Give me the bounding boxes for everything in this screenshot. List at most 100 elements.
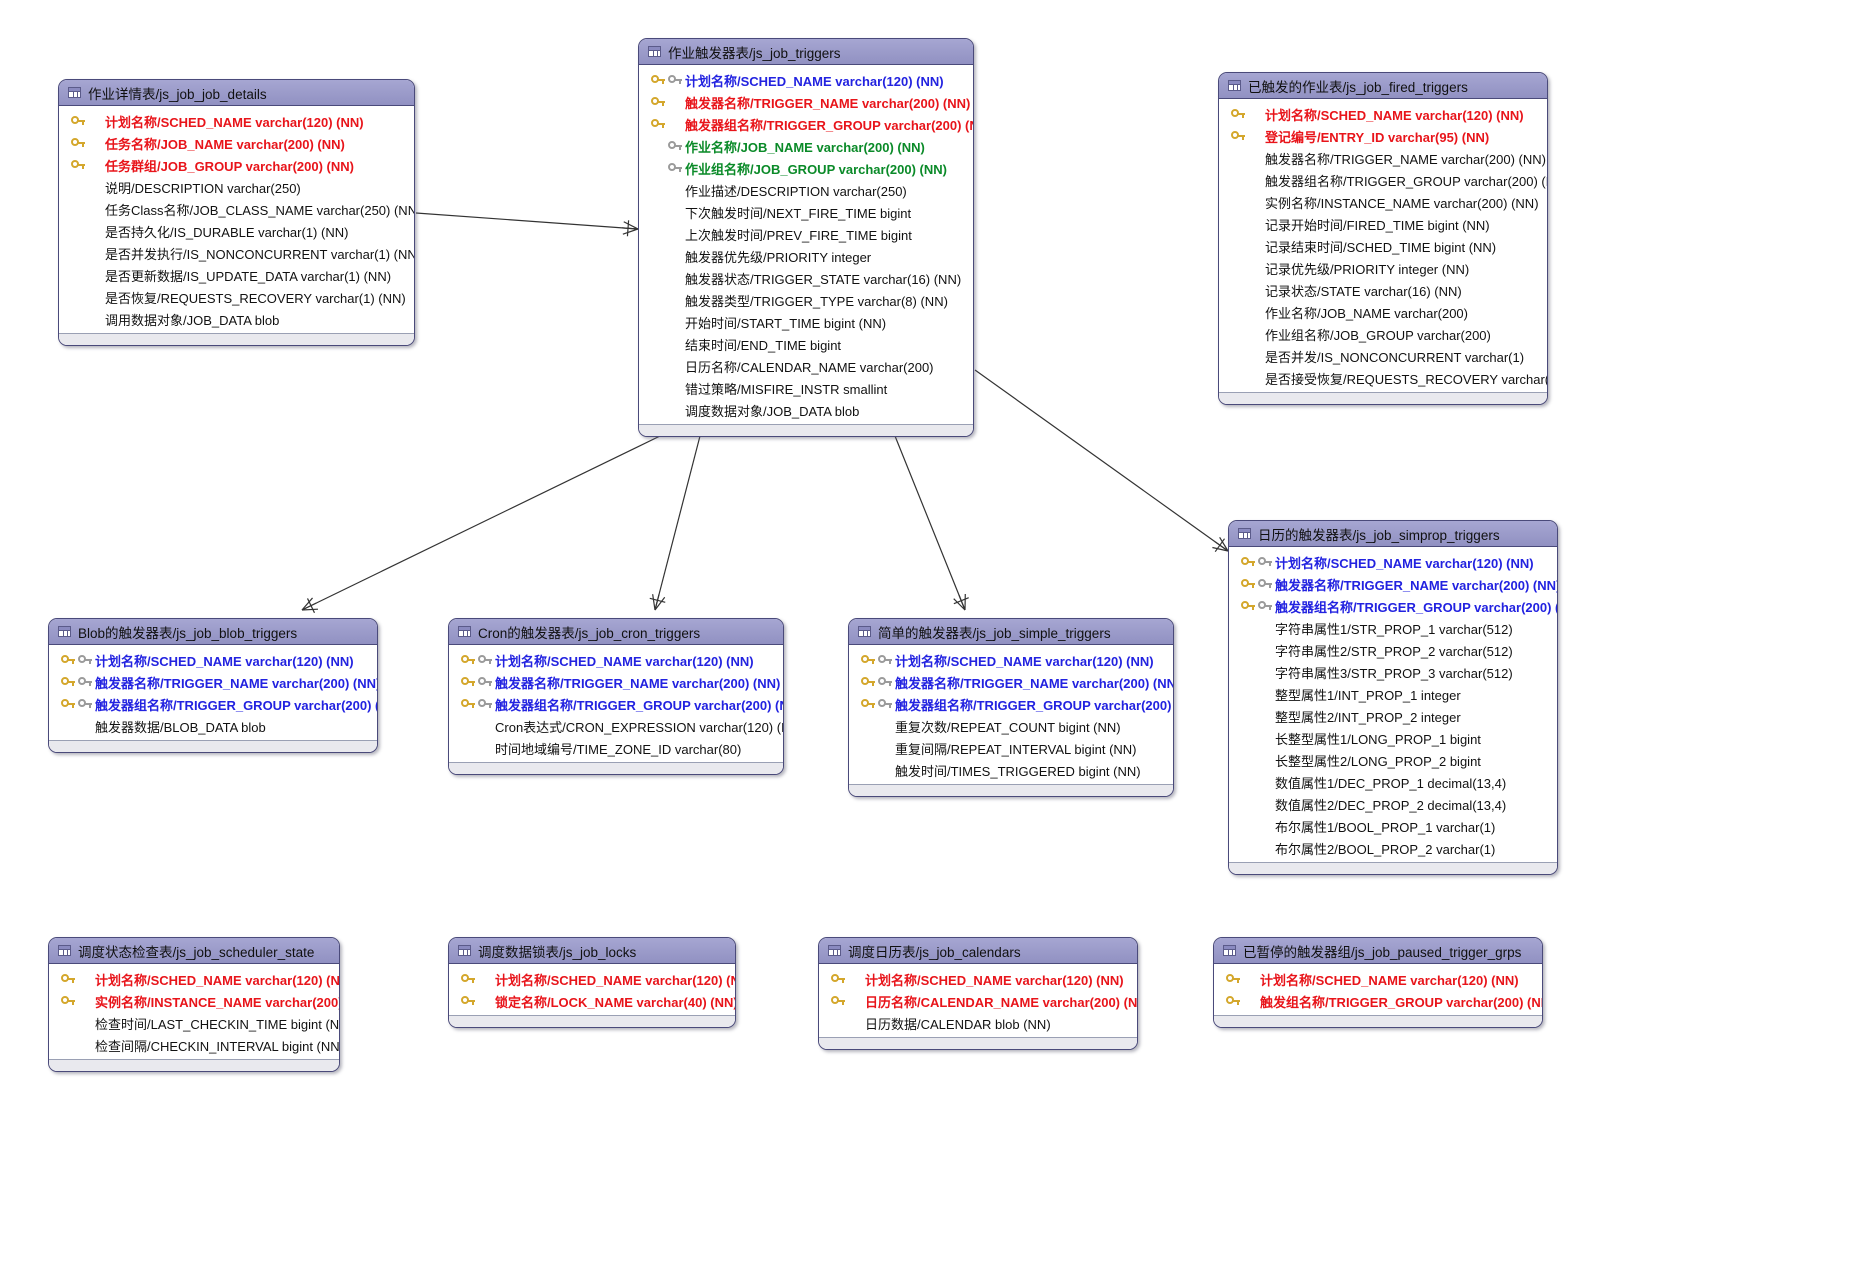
entity-header-cron_triggers[interactable]: Cron的触发器表/js_job_cron_triggers <box>449 619 783 645</box>
attribute-row[interactable]: 计划名称/SCHED_NAME varchar(120) (NN) <box>449 649 783 671</box>
relationship-job_triggers-to-simprop_triggers[interactable] <box>974 369 1229 553</box>
attribute-row[interactable]: 日历名称/CALENDAR_NAME varchar(200) <box>639 355 973 377</box>
attribute-row[interactable]: 计划名称/SCHED_NAME varchar(120) (NN) <box>49 968 339 990</box>
attribute-row[interactable]: Cron表达式/CRON_EXPRESSION varchar(120) (NN… <box>449 715 783 737</box>
attribute-row[interactable]: 计划名称/SCHED_NAME varchar(120) (NN) <box>639 69 973 91</box>
attribute-row[interactable]: 时间地域编号/TIME_ZONE_ID varchar(80) <box>449 737 783 759</box>
attribute-row[interactable]: 计划名称/SCHED_NAME varchar(120) (NN) <box>59 110 414 132</box>
entity-header-fired_triggers[interactable]: 已触发的作业表/js_job_fired_triggers <box>1219 73 1547 99</box>
attribute-row[interactable]: 日历名称/CALENDAR_NAME varchar(200) (NN) <box>819 990 1137 1012</box>
relationship-job_triggers-to-simple_triggers[interactable] <box>894 435 969 611</box>
attribute-row[interactable]: 检查间隔/CHECKIN_INTERVAL bigint (NN) <box>49 1034 339 1056</box>
attribute-row[interactable]: 触发器名称/TRIGGER_NAME varchar(200) (NN) <box>1229 573 1557 595</box>
relationship-job_triggers-to-blob_triggers[interactable] <box>301 435 661 614</box>
attribute-row[interactable]: 字符串属性1/STR_PROP_1 varchar(512) <box>1229 617 1557 639</box>
attribute-row[interactable]: 触发器组名称/TRIGGER_GROUP varchar(200) (NN) <box>639 113 973 135</box>
entity-header-scheduler_state[interactable]: 调度状态检查表/js_job_scheduler_state <box>49 938 339 964</box>
attribute-row[interactable]: 是否接受恢复/REQUESTS_RECOVERY varchar(1) <box>1219 367 1547 389</box>
entity-header-paused_trigger_grps[interactable]: 已暂停的触发器组/js_job_paused_trigger_grps <box>1214 938 1542 964</box>
attribute-row[interactable]: 触发器名称/TRIGGER_NAME varchar(200) (NN) <box>639 91 973 113</box>
attribute-row[interactable]: 触发器组名称/TRIGGER_GROUP varchar(200) (NN) <box>849 693 1173 715</box>
attribute-row[interactable]: 是否更新数据/IS_UPDATE_DATA varchar(1) (NN) <box>59 264 414 286</box>
attribute-row[interactable]: 布尔属性1/BOOL_PROP_1 varchar(1) <box>1229 815 1557 837</box>
attribute-row[interactable]: 调用数据对象/JOB_DATA blob <box>59 308 414 330</box>
attribute-row[interactable]: 作业名称/JOB_NAME varchar(200) <box>1219 301 1547 323</box>
attribute-row[interactable]: 布尔属性2/BOOL_PROP_2 varchar(1) <box>1229 837 1557 859</box>
attribute-row[interactable]: 开始时间/START_TIME bigint (NN) <box>639 311 973 333</box>
attribute-row[interactable]: 数值属性2/DEC_PROP_2 decimal(13,4) <box>1229 793 1557 815</box>
attribute-row[interactable]: 记录优先级/PRIORITY integer (NN) <box>1219 257 1547 279</box>
attribute-row[interactable]: 记录结束时间/SCHED_TIME bigint (NN) <box>1219 235 1547 257</box>
attribute-row[interactable]: 计划名称/SCHED_NAME varchar(120) (NN) <box>449 968 735 990</box>
entity-paused_trigger_grps[interactable]: 已暂停的触发器组/js_job_paused_trigger_grps 计划名称/… <box>1213 937 1543 1028</box>
attribute-row[interactable]: 触发器优先级/PRIORITY integer <box>639 245 973 267</box>
attribute-row[interactable]: 实例名称/INSTANCE_NAME varchar(200) (NN) <box>1219 191 1547 213</box>
attribute-row[interactable]: 数值属性1/DEC_PROP_1 decimal(13,4) <box>1229 771 1557 793</box>
attribute-row[interactable]: 上次触发时间/PREV_FIRE_TIME bigint <box>639 223 973 245</box>
attribute-row[interactable]: 实例名称/INSTANCE_NAME varchar(200) (NN) <box>49 990 339 1012</box>
attribute-row[interactable]: 触发器组名称/TRIGGER_GROUP varchar(200) (NN) <box>1229 595 1557 617</box>
relationship-job_details-to-job_triggers[interactable] <box>415 212 639 237</box>
entity-scheduler_state[interactable]: 调度状态检查表/js_job_scheduler_state 计划名称/SCHED… <box>48 937 340 1072</box>
attribute-row[interactable]: 长整型属性2/LONG_PROP_2 bigint <box>1229 749 1557 771</box>
entity-cron_triggers[interactable]: Cron的触发器表/js_job_cron_triggers 计划名称/SCHED… <box>448 618 784 775</box>
entity-blob_triggers[interactable]: Blob的触发器表/js_job_blob_triggers 计划名称/SCHED… <box>48 618 378 753</box>
attribute-row[interactable]: 记录状态/STATE varchar(16) (NN) <box>1219 279 1547 301</box>
entity-header-simple_triggers[interactable]: 简单的触发器表/js_job_simple_triggers <box>849 619 1173 645</box>
attribute-row[interactable]: 触发器组名称/TRIGGER_GROUP varchar(200) (NN) <box>49 693 377 715</box>
attribute-row[interactable]: 触发器名称/TRIGGER_NAME varchar(200) (NN) <box>849 671 1173 693</box>
entity-header-calendars[interactable]: 调度日历表/js_job_calendars <box>819 938 1137 964</box>
attribute-row[interactable]: 错过策略/MISFIRE_INSTR smallint <box>639 377 973 399</box>
entity-calendars[interactable]: 调度日历表/js_job_calendars 计划名称/SCHED_NAME va… <box>818 937 1138 1050</box>
attribute-row[interactable]: 结束时间/END_TIME bigint <box>639 333 973 355</box>
attribute-row[interactable]: 作业描述/DESCRIPTION varchar(250) <box>639 179 973 201</box>
entity-header-blob_triggers[interactable]: Blob的触发器表/js_job_blob_triggers <box>49 619 377 645</box>
attribute-row[interactable]: 计划名称/SCHED_NAME varchar(120) (NN) <box>819 968 1137 990</box>
attribute-row[interactable]: 作业名称/JOB_NAME varchar(200) (NN) <box>639 135 973 157</box>
attribute-row[interactable]: 是否恢复/REQUESTS_RECOVERY varchar(1) (NN) <box>59 286 414 308</box>
attribute-row[interactable]: 触发器组名称/TRIGGER_GROUP varchar(200) (NN) <box>449 693 783 715</box>
attribute-row[interactable]: 作业组名称/JOB_GROUP varchar(200) <box>1219 323 1547 345</box>
attribute-row[interactable]: 触发器组名称/TRIGGER_GROUP varchar(200) (NN) <box>1219 169 1547 191</box>
entity-job_details[interactable]: 作业详情表/js_job_job_details 计划名称/SCHED_NAME … <box>58 79 415 346</box>
attribute-row[interactable]: 是否持久化/IS_DURABLE varchar(1) (NN) <box>59 220 414 242</box>
attribute-row[interactable]: 触发器状态/TRIGGER_STATE varchar(16) (NN) <box>639 267 973 289</box>
attribute-row[interactable]: 字符串属性2/STR_PROP_2 varchar(512) <box>1229 639 1557 661</box>
attribute-row[interactable]: 检查时间/LAST_CHECKIN_TIME bigint (NN) <box>49 1012 339 1034</box>
entity-header-job_triggers[interactable]: 作业触发器表/js_job_triggers <box>639 39 973 65</box>
entity-header-locks[interactable]: 调度数据锁表/js_job_locks <box>449 938 735 964</box>
entity-header-simprop_triggers[interactable]: 日历的触发器表/js_job_simprop_triggers <box>1229 521 1557 547</box>
attribute-row[interactable]: 计划名称/SCHED_NAME varchar(120) (NN) <box>1219 103 1547 125</box>
attribute-row[interactable]: 下次触发时间/NEXT_FIRE_TIME bigint <box>639 201 973 223</box>
attribute-row[interactable]: 触发器类型/TRIGGER_TYPE varchar(8) (NN) <box>639 289 973 311</box>
relationship-job_triggers-to-cron_triggers[interactable] <box>649 435 701 611</box>
attribute-row[interactable]: 计划名称/SCHED_NAME varchar(120) (NN) <box>849 649 1173 671</box>
attribute-row[interactable]: 作业组名称/JOB_GROUP varchar(200) (NN) <box>639 157 973 179</box>
attribute-row[interactable]: 重复次数/REPEAT_COUNT bigint (NN) <box>849 715 1173 737</box>
attribute-row[interactable]: 任务Class名称/JOB_CLASS_NAME varchar(250) (N… <box>59 198 414 220</box>
attribute-row[interactable]: 是否并发/IS_NONCONCURRENT varchar(1) <box>1219 345 1547 367</box>
attribute-row[interactable]: 整型属性1/INT_PROP_1 integer <box>1229 683 1557 705</box>
attribute-row[interactable]: 整型属性2/INT_PROP_2 integer <box>1229 705 1557 727</box>
attribute-row[interactable]: 任务名称/JOB_NAME varchar(200) (NN) <box>59 132 414 154</box>
attribute-row[interactable]: 触发组名称/TRIGGER_GROUP varchar(200) (NN) <box>1214 990 1542 1012</box>
attribute-row[interactable]: 锁定名称/LOCK_NAME varchar(40) (NN) <box>449 990 735 1012</box>
attribute-row[interactable]: 重复间隔/REPEAT_INTERVAL bigint (NN) <box>849 737 1173 759</box>
attribute-row[interactable]: 计划名称/SCHED_NAME varchar(120) (NN) <box>49 649 377 671</box>
attribute-row[interactable]: 调度数据对象/JOB_DATA blob <box>639 399 973 421</box>
attribute-row[interactable]: 字符串属性3/STR_PROP_3 varchar(512) <box>1229 661 1557 683</box>
attribute-row[interactable]: 是否并发执行/IS_NONCONCURRENT varchar(1) (NN) <box>59 242 414 264</box>
attribute-row[interactable]: 触发器名称/TRIGGER_NAME varchar(200) (NN) <box>449 671 783 693</box>
attribute-row[interactable]: 记录开始时间/FIRED_TIME bigint (NN) <box>1219 213 1547 235</box>
entity-header-job_details[interactable]: 作业详情表/js_job_job_details <box>59 80 414 106</box>
entity-job_triggers[interactable]: 作业触发器表/js_job_triggers 计划名称/SCHED_NAME va… <box>638 38 974 437</box>
attribute-row[interactable]: 触发器名称/TRIGGER_NAME varchar(200) (NN) <box>1219 147 1547 169</box>
attribute-row[interactable]: 触发时间/TIMES_TRIGGERED bigint (NN) <box>849 759 1173 781</box>
attribute-row[interactable]: 长整型属性1/LONG_PROP_1 bigint <box>1229 727 1557 749</box>
attribute-row[interactable]: 日历数据/CALENDAR blob (NN) <box>819 1012 1137 1034</box>
attribute-row[interactable]: 说明/DESCRIPTION varchar(250) <box>59 176 414 198</box>
attribute-row[interactable]: 触发器名称/TRIGGER_NAME varchar(200) (NN) <box>49 671 377 693</box>
attribute-row[interactable]: 计划名称/SCHED_NAME varchar(120) (NN) <box>1214 968 1542 990</box>
attribute-row[interactable]: 登记编号/ENTRY_ID varchar(95) (NN) <box>1219 125 1547 147</box>
